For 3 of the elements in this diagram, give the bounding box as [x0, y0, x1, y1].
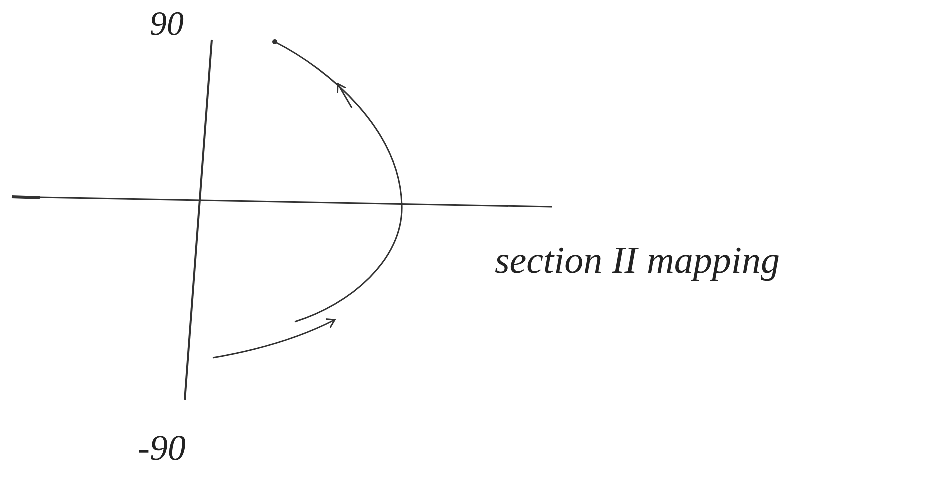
curve-label: section II mapping: [495, 242, 780, 280]
axis-label: 90: [150, 8, 184, 42]
axis-label: -90: [138, 430, 186, 466]
